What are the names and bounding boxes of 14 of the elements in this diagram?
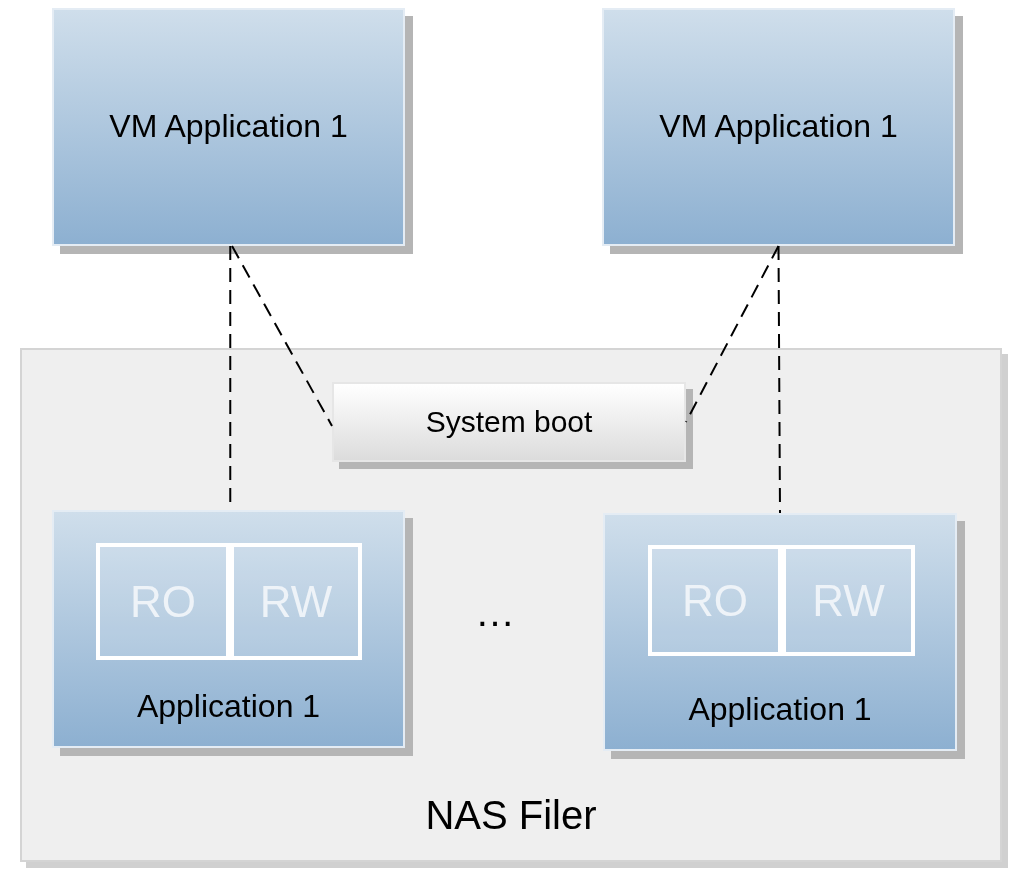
connector-line	[777, 245, 781, 514]
partition-box	[782, 545, 915, 656]
box-label: System boot	[424, 403, 594, 440]
partition-box	[230, 543, 362, 660]
box-label: VM Application 1	[108, 107, 349, 147]
partition-box	[648, 545, 782, 656]
box-label: Application 1	[135, 687, 322, 727]
connector-line	[231, 245, 333, 427]
ellipsis-text: …	[475, 590, 515, 635]
box-label: VM Application 1	[658, 107, 899, 147]
connector-line	[685, 245, 780, 423]
box-label: Application 1	[687, 690, 873, 730]
container-label: NAS Filer	[424, 792, 598, 839]
partition-box	[96, 543, 230, 660]
